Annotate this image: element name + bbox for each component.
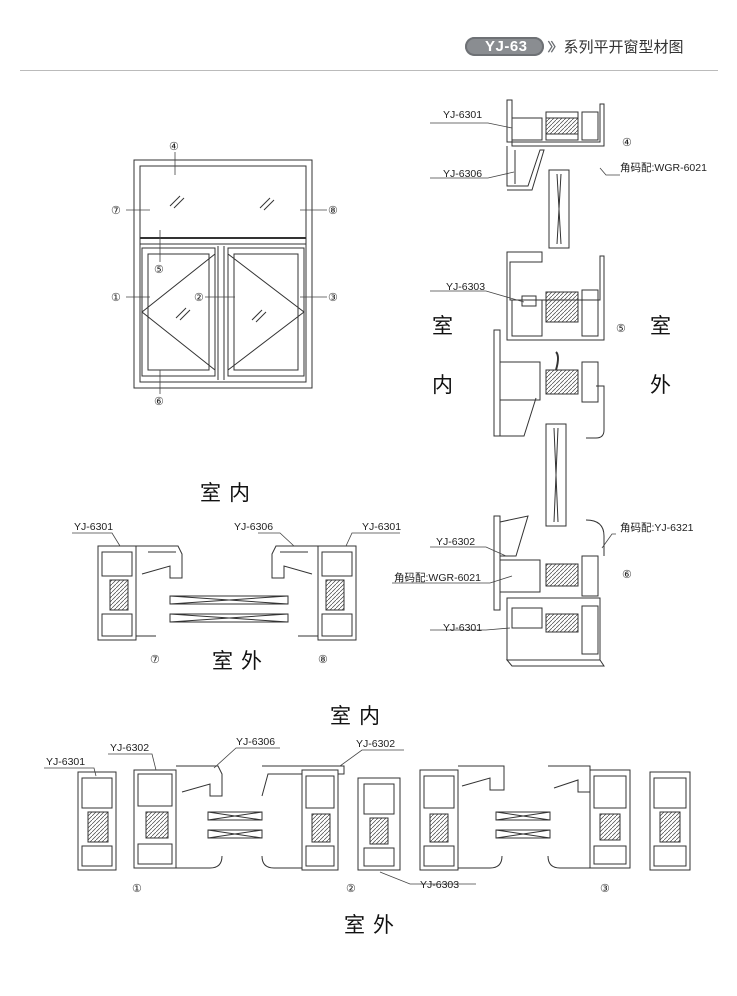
marker-8b: ⑧	[318, 654, 328, 666]
outdoor-label-mid: 室外	[212, 649, 270, 673]
marker-3b: ③	[600, 883, 610, 895]
label-yj-6303-b: YJ-6303	[420, 879, 459, 891]
label-yj-6303-a: YJ-6303	[446, 281, 485, 293]
horizontal-section-labels: YJ-6301 YJ-6302 YJ-6306 YJ-6302 YJ-6303 …	[46, 736, 610, 937]
label-yj-6301-d: YJ-6301	[362, 521, 401, 533]
vertical-section-callouts	[392, 122, 620, 631]
chevron-icon: 〉〉	[547, 39, 563, 54]
page-title: 系列平开窗型材图	[563, 37, 684, 56]
window-elevation	[133, 159, 313, 389]
label-yj-6302-c: YJ-6302	[356, 738, 395, 750]
marker-1: ①	[111, 292, 121, 304]
label-yj-6306-a: YJ-6306	[443, 168, 482, 180]
marker-8: ⑧	[328, 205, 338, 217]
label-yj-6306-b: YJ-6306	[234, 521, 273, 533]
indoor-vertical-2: 内	[432, 373, 461, 397]
section-7-8-labels: YJ-6301 YJ-6306 YJ-6301 ⑦ ⑧ 室外	[74, 521, 401, 673]
vertical-section-labels: YJ-6301 YJ-6306 角码配:WGR-6021 ④ YJ-6303 ⑤…	[394, 109, 707, 634]
marker-3: ③	[328, 292, 338, 304]
label-corner-yj: 角码配:YJ-6321	[620, 522, 694, 534]
label-yj-6301-c: YJ-6301	[74, 521, 113, 533]
marker-7b: ⑦	[150, 654, 160, 666]
label-corner-wgr-b: 角码配:WGR-6021	[394, 572, 481, 584]
marker-2: ②	[194, 292, 204, 304]
label-yj-6301-a: YJ-6301	[443, 109, 482, 121]
marker-2b: ②	[346, 883, 356, 895]
label-yj-6306-c: YJ-6306	[236, 736, 275, 748]
label-yj-6301-e: YJ-6301	[46, 756, 85, 768]
section-7-8	[97, 545, 357, 641]
indoor-label-bottom: 室内	[330, 704, 388, 728]
label-corner-wgr-a: 角码配:WGR-6021	[620, 162, 707, 174]
horizontal-section-callouts	[44, 747, 476, 885]
section-7-8-callouts	[72, 532, 400, 547]
marker-4: ④	[169, 141, 179, 153]
marker-6: ⑥	[154, 396, 164, 408]
window-callouts	[126, 152, 327, 394]
indoor-label-mid: 室内	[200, 481, 258, 505]
marker-4b: ④	[622, 137, 632, 149]
vertical-section	[493, 99, 605, 667]
horizontal-section	[77, 765, 691, 871]
window-markers: ④ ⑦ ⑧ ⑤ ① ② ③ ⑥	[111, 141, 338, 408]
marker-6b: ⑥	[622, 569, 632, 581]
outdoor-vertical-2: 外	[650, 373, 679, 397]
label-yj-6302-b: YJ-6302	[110, 742, 149, 754]
label-yj-6301-b: YJ-6301	[443, 622, 482, 634]
outdoor-label-bottom: 室外	[344, 913, 402, 937]
marker-1b: ①	[132, 883, 142, 895]
header-divider	[20, 70, 718, 71]
outdoor-vertical-1: 室	[650, 314, 679, 338]
marker-5b: ⑤	[616, 323, 626, 335]
series-badge: YJ-63	[465, 36, 544, 56]
indoor-vertical-1: 室	[432, 314, 461, 338]
label-yj-6302-a: YJ-6302	[436, 536, 475, 548]
marker-7: ⑦	[111, 205, 121, 217]
page-header: YJ-63 〉〉 系列平开窗型材图	[465, 36, 684, 56]
marker-5: ⑤	[154, 264, 164, 276]
